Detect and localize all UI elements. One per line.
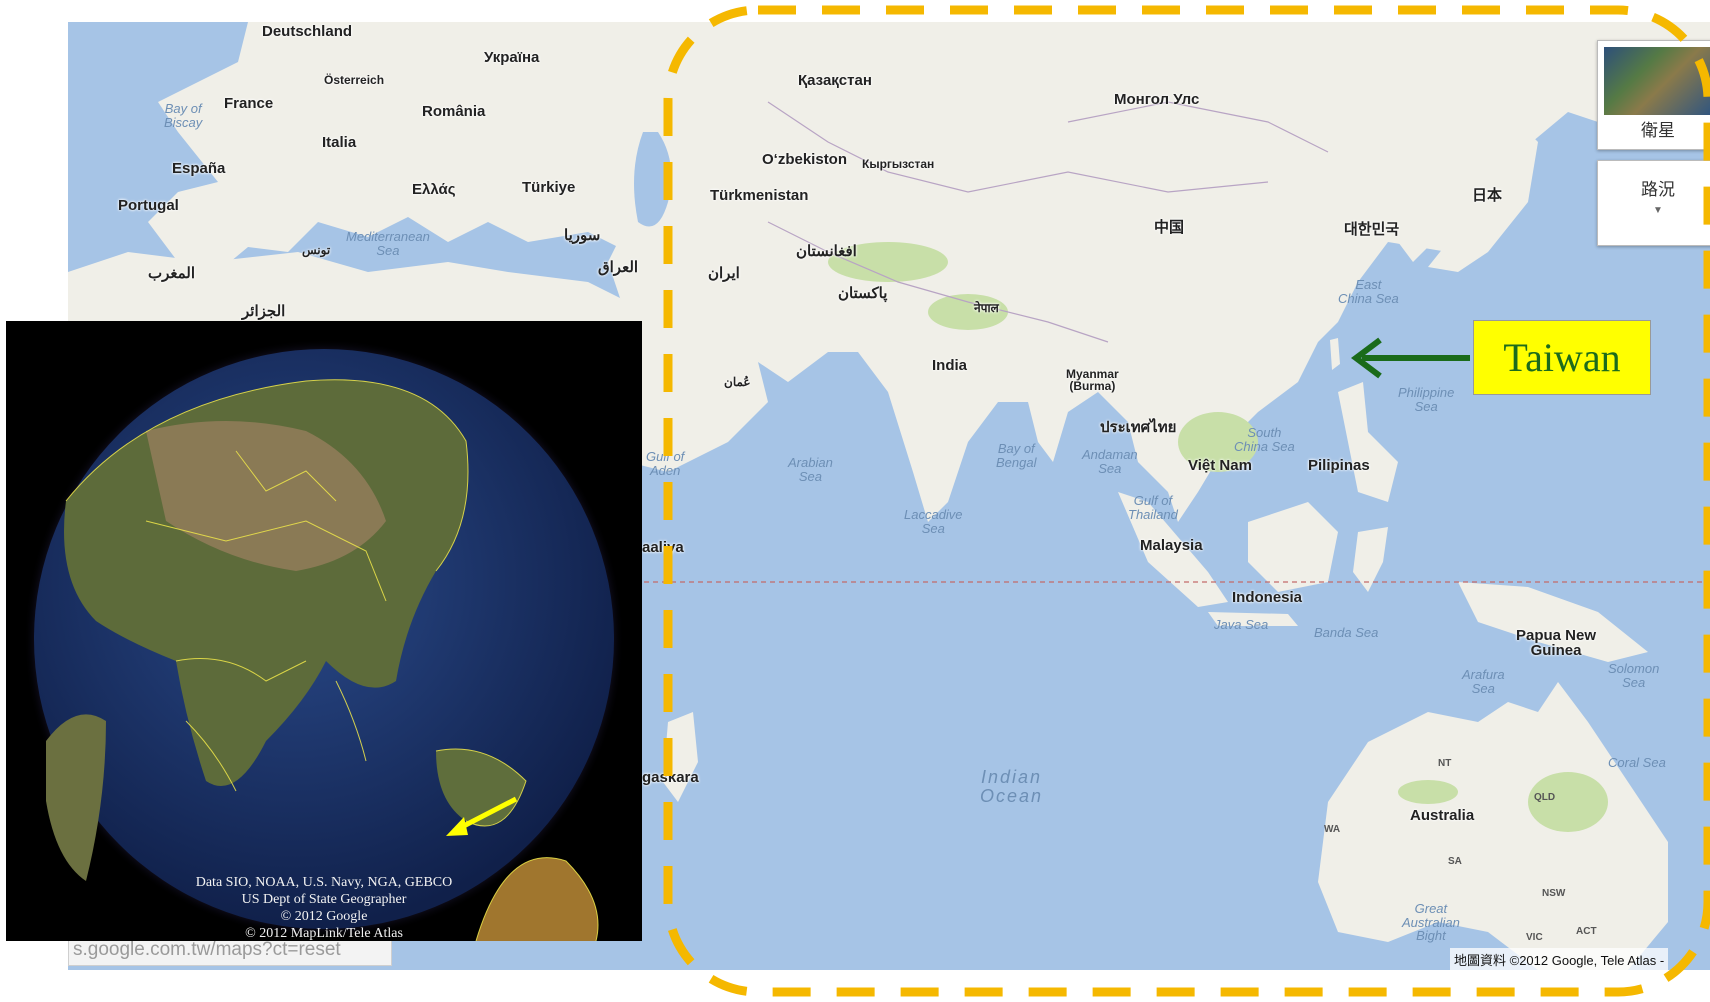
label-jazair: الجزائر (242, 303, 286, 320)
label-state-sa: SA (1448, 856, 1462, 867)
label-state-nsw: NSW (1542, 888, 1566, 899)
label-philippines: Pilipinas (1308, 457, 1370, 474)
label-mongolia: Монгол Улс (1114, 91, 1200, 108)
traffic-label: 路況 (1641, 180, 1675, 199)
label-turkmenistan: Türkmenistan (710, 187, 809, 204)
label-ellas: Ελλάς (412, 181, 456, 198)
satellite-label: 衛星 (1641, 121, 1675, 140)
label-papua-new-guinea: Papua New Guinea (1516, 627, 1597, 659)
label-syria: سوريا (564, 227, 601, 244)
sea-mediterranean: Mediterranean Sea (346, 229, 430, 258)
label-portugal: Portugal (118, 197, 179, 214)
label-tunis: تونس (302, 243, 331, 257)
label-italia: Italia (322, 134, 357, 151)
label-deutschland: Deutschland (262, 23, 353, 40)
sea-philippine-sea: Philippine Sea (1398, 385, 1455, 414)
label-oman: عُمان (724, 375, 751, 389)
sea-indian-ocean: Indian Ocean (980, 767, 1044, 806)
taiwan-callout: Taiwan (1473, 320, 1651, 395)
sea-laccadive-sea: Laccadive Sea (904, 507, 963, 536)
label-state-vic: VIC (1526, 932, 1543, 943)
globe-image (24, 339, 624, 941)
label-kyrgyzstan: Кыргызстан (862, 157, 935, 171)
sea-gulf-of-thailand: Gulf of Thailand (1128, 493, 1178, 522)
sea-arafura-sea: Arafura Sea (1462, 667, 1505, 696)
label-iraq: العراق (598, 259, 639, 276)
globe-credit-line: © 2012 Google (280, 909, 368, 924)
globe-inset: Data SIO, NOAA, U.S. Navy, NGA, GEBCO US… (6, 321, 642, 941)
label-afghanistan: افغانستان (796, 243, 857, 260)
sea-south-china-sea: South China Sea (1234, 425, 1295, 454)
label-uzbekistan: O‘zbekiston (762, 151, 848, 168)
globe-credit-line: Data SIO, NOAA, U.S. Navy, NGA, GEBCO (195, 875, 453, 890)
label-state-nt: NT (1438, 758, 1452, 769)
label-france: France (224, 95, 274, 112)
label-thailand: ประเทศไทย (1100, 419, 1177, 436)
label-iran: ایران (708, 265, 740, 282)
globe-credit-line: US Dept of State Geographer (241, 892, 407, 907)
label-state-qld: QLD (1534, 792, 1556, 803)
label-somalia: aaliya (642, 539, 684, 556)
sea-gulf-of-aden: Gulf of Aden (646, 449, 685, 478)
globe-credit-line: © 2012 MapLink/Tele Atlas (245, 926, 403, 941)
label-espana: España (172, 160, 226, 177)
label-myanmar: Myanmar (Burma) (1066, 367, 1119, 393)
label-state-wa: WA (1324, 824, 1341, 835)
sea-banda-sea: Banda Sea (1314, 625, 1379, 640)
label-ukraina: Україна (484, 49, 540, 66)
label-turkiye: Türkiye (522, 179, 576, 196)
label-india: India (932, 357, 968, 374)
label-state-act: ACT (1576, 926, 1597, 937)
label-osterreich: Österreich (324, 73, 385, 87)
label-vietnam: Việt Nam (1188, 457, 1252, 474)
label-romania: România (422, 103, 486, 120)
label-pakistan: پاکستان (838, 285, 888, 302)
globe-credits: Data SIO, NOAA, U.S. Navy, NGA, GEBCO US… (6, 874, 642, 941)
sea-andaman-sea: Andaman Sea (1082, 447, 1138, 476)
sea-bay-of-bengal: Bay of Bengal (996, 441, 1037, 470)
map-attribution: 地圖資料 ©2012 Google, Tele Atlas - (1450, 948, 1669, 971)
label-maghrib: المغرب (148, 265, 196, 282)
traffic-layer-button[interactable]: 路況 ▼ (1597, 160, 1710, 246)
sea-great-australian-bight: Great Australian Bight (1402, 901, 1460, 944)
sea-east-china-sea: East China Sea (1338, 277, 1399, 306)
chevron-down-icon: ▼ (1653, 205, 1663, 216)
satellite-view-button[interactable]: 衛星 (1597, 40, 1710, 150)
label-madagascar: gaskara (642, 769, 699, 786)
sea-coral-sea: Coral Sea (1608, 755, 1666, 770)
label-china: 中国 (1154, 219, 1185, 236)
label-nepal: नेपाल (974, 301, 999, 315)
sea-arabian-sea: Arabian Sea (788, 455, 833, 484)
sea-java-sea: Java Sea (1214, 617, 1269, 632)
label-korea: 대한민국 (1344, 221, 1400, 238)
sea-solomon-sea: Solomon Sea (1608, 661, 1660, 690)
label-japan: 日本 (1472, 187, 1503, 204)
label-australia: Australia (1410, 807, 1475, 824)
label-kazakhstan: Қазақстан (798, 72, 872, 89)
satellite-thumbnail (1604, 47, 1710, 115)
label-indonesia: Indonesia (1232, 589, 1303, 606)
label-malaysia: Malaysia (1140, 537, 1203, 554)
sea-bay-of-biscay: Bay of Biscay (164, 101, 203, 130)
